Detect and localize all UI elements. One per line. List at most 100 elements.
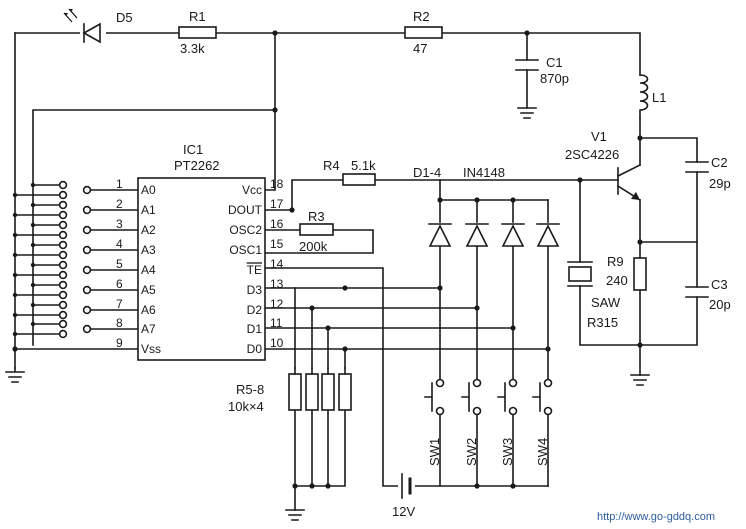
address-jumper-pad-high (58, 200, 68, 210)
ic-pin-name: Vcc (242, 183, 262, 197)
address-links (12, 180, 139, 339)
ic-pin-number: 17 (270, 197, 284, 211)
address-jumper-pad (82, 324, 92, 334)
label-r5-8: R5-8 (236, 382, 264, 397)
component-labels: D5 R1 3.3k R2 47 C1 870p L1 V1 2SC4226 C… (116, 9, 731, 523)
address-jumper-pad-high (58, 319, 68, 329)
label-r4: R4 (323, 158, 340, 173)
label-sw4: SW4 (535, 438, 550, 466)
c3-top-wire (639, 241, 698, 288)
ic-pin-number: 1 (116, 177, 123, 191)
address-jumper-pad (82, 245, 92, 255)
ground-left (5, 367, 25, 383)
c2-top-wire (639, 137, 698, 163)
address-vcc-junction (30, 302, 36, 308)
ic-name: IC1 (183, 142, 203, 157)
address-jumper-pad (82, 265, 92, 275)
address-vcc-junction (30, 202, 36, 208)
label-battery: 12V (392, 504, 415, 519)
label-r4-value: 5.1k (351, 158, 376, 173)
label-d1-4-part: IN4148 (463, 165, 505, 180)
label-r2: R2 (413, 9, 430, 24)
ic-pin-number: 7 (116, 297, 123, 311)
address-jumper-pad-high (58, 280, 68, 290)
address-vcc-junction (30, 222, 36, 228)
address-jumper-pad-low (58, 329, 68, 339)
resistors-r5-r8 (288, 367, 352, 411)
label-r1: R1 (189, 9, 206, 24)
label-c1-value: 870p (540, 71, 569, 86)
label-c3: C3 (711, 277, 728, 292)
ic-pin-name: DOUT (228, 203, 263, 217)
label-r1-value: 3.3k (180, 41, 205, 56)
address-vcc-junction (30, 182, 36, 188)
ic-pin-number: 10 (270, 336, 284, 350)
address-gnd-junction (12, 272, 18, 278)
address-jumper-pad (82, 225, 92, 235)
ic-pin-number: 11 (270, 316, 283, 330)
address-gnd-junction (12, 212, 18, 218)
address-jumper-pad-low (58, 190, 68, 200)
address-gnd-junction (12, 232, 18, 238)
ic-pin-number: 2 (116, 197, 123, 211)
address-gnd-junction (12, 292, 18, 298)
label-saw-part: R315 (587, 315, 618, 330)
ic-body (137, 177, 266, 361)
capacitor-c3 (685, 286, 709, 298)
label-c3-value: 20p (709, 297, 731, 312)
ic-pin-name: D3 (247, 283, 263, 297)
junction-dots (12, 30, 643, 489)
address-vcc-junction (30, 242, 36, 248)
address-jumper-pad-low (58, 310, 68, 320)
label-c2: C2 (711, 155, 728, 170)
ic-pin-number: 8 (116, 316, 123, 330)
label-sw3: SW3 (500, 438, 515, 466)
address-jumper-pad-low (58, 250, 68, 260)
address-jumper-pad (82, 305, 92, 315)
ic-pin-number: 3 (116, 217, 123, 231)
ic-pin-name: A3 (141, 243, 156, 257)
address-jumper-pad-low (58, 270, 68, 280)
ground-pulldown (285, 509, 305, 521)
transistor-v1 (616, 163, 642, 202)
wires (14, 32, 698, 511)
c3-bottom-wire (639, 296, 698, 346)
label-sw2: SW2 (464, 438, 479, 466)
label-r2-value: 47 (413, 41, 427, 56)
ground-v1 (630, 374, 650, 386)
ic-pin-number: 5 (116, 257, 123, 271)
ic-part: PT2262 (174, 158, 220, 173)
osc1-wire (264, 229, 374, 254)
label-d1-4: D1-4 (413, 165, 441, 180)
saw-resonator (567, 261, 593, 287)
saw-bottom-wire (579, 285, 641, 346)
address-jumper-pad-low (58, 230, 68, 240)
ic-pin-name: D1 (247, 322, 263, 336)
ic-pin-name: D2 (247, 303, 263, 317)
address-gnd-junction (12, 312, 18, 318)
vcc-pin-wire (264, 109, 276, 191)
ic-pin-name: A0 (141, 183, 156, 197)
address-jumper-pad-high (58, 220, 68, 230)
address-jumper-pad (82, 285, 92, 295)
address-jumper-pad-high (58, 180, 68, 190)
resistor-r4 (342, 173, 376, 186)
ic-pin-name: A7 (141, 322, 156, 336)
ic-pin-name: Vss (141, 342, 161, 356)
resistor-r2 (404, 26, 443, 39)
te-wire (264, 267, 399, 487)
ic-pin-name: A5 (141, 283, 156, 297)
address-jumper-pad (82, 205, 92, 215)
ic-pin-name: A2 (141, 223, 156, 237)
capacitor-c2 (685, 161, 709, 173)
label-d5: D5 (116, 10, 133, 25)
pulldown-bottom-wire (294, 409, 346, 487)
ic-pin-number: 4 (116, 237, 123, 251)
label-r9: R9 (607, 254, 624, 269)
address-jumper-pad-high (58, 240, 68, 250)
watermark: http://www.go-gddq.com (597, 511, 715, 523)
address-jumper-pad (82, 185, 92, 195)
